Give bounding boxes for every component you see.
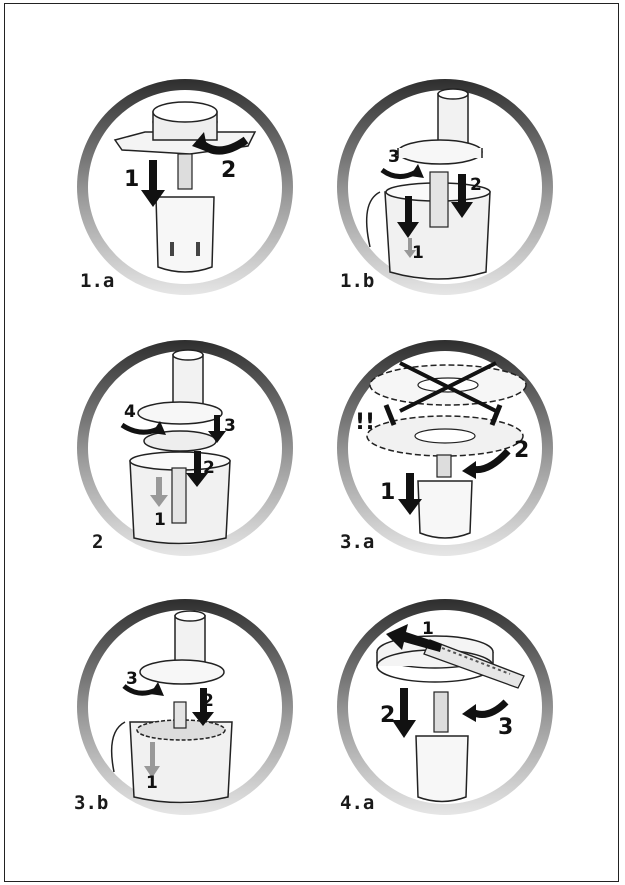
arrow-number-3: 3 — [126, 669, 138, 689]
step-3b-illustration: 3 2 1 — [70, 592, 300, 822]
arrow-number-3: 3 — [224, 416, 236, 436]
step-label: 3.a — [340, 531, 374, 553]
step-4a-panel: 1 2 3 4.a — [330, 592, 560, 822]
arrow-number-4: 4 — [124, 402, 136, 422]
arrow-number-2: 2 — [221, 158, 236, 183]
arrow-number-2: 2 — [203, 458, 215, 478]
step-3b-panel: 3 2 1 3.b — [70, 592, 300, 822]
arrow-number-2: 2 — [470, 175, 482, 195]
arrow-number-1: 1 — [422, 619, 434, 639]
step-1b-illustration: 3 2 1 — [330, 72, 560, 302]
arrow-number-3: 3 — [388, 147, 400, 167]
arrow-number-2: 2 — [514, 438, 529, 463]
arrow-number-1: 1 — [412, 243, 424, 263]
arrow-number-2: 2 — [202, 691, 214, 711]
step-label: 1.b — [340, 270, 374, 292]
arrow-number-3: 3 — [498, 715, 513, 740]
step-1a-illustration: 1 2 — [70, 72, 300, 302]
arrow-number-2: 2 — [380, 703, 395, 728]
arrow-number-1: 1 — [146, 773, 158, 793]
step-1b-panel: 3 2 1 1.b — [330, 72, 560, 302]
step-label: 3.b — [74, 792, 108, 814]
step-3a-panel: !! 1 2 3.a — [330, 333, 560, 563]
step-4a-illustration: 1 2 3 — [330, 592, 560, 822]
step-label: 2 — [92, 531, 103, 553]
warning-mark: !! — [355, 410, 375, 435]
arrow-number-1: 1 — [380, 480, 395, 505]
step-label: 4.a — [340, 792, 374, 814]
step-3a-illustration: !! 1 2 — [330, 333, 560, 563]
step-2-panel: 4 3 2 1 2 — [70, 333, 300, 563]
step-label: 1.a — [80, 270, 114, 292]
step-1a-panel: 1 2 1.a — [70, 72, 300, 302]
arrow-number-1: 1 — [154, 510, 166, 530]
step-2-illustration: 4 3 2 1 — [70, 333, 300, 563]
arrow-number-1: 1 — [124, 167, 139, 192]
